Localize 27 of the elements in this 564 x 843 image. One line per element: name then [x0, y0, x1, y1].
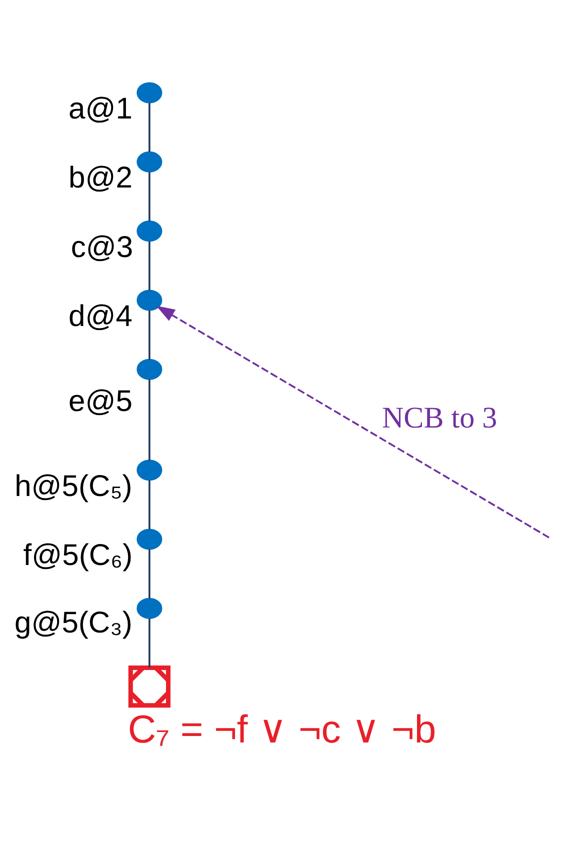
edge-label: c@3 — [70, 230, 134, 264]
connector — [148, 240, 150, 290]
node-circle — [136, 82, 162, 103]
connector — [148, 172, 150, 221]
connector — [148, 618, 150, 667]
node-circle — [136, 459, 162, 480]
node-circle — [136, 220, 162, 242]
edge-label: d@4 — [68, 299, 132, 332]
edge-label: h@5(C₅) — [14, 469, 132, 502]
connector — [148, 310, 150, 359]
edge-label: NCB to 3 — [382, 400, 498, 434]
edge-label: b@2 — [68, 161, 132, 194]
node-circle — [136, 358, 162, 380]
edge-label: e@5 — [68, 384, 132, 418]
node-circle — [136, 150, 162, 172]
edge-label: g@5(C₃) — [14, 606, 132, 640]
connector — [148, 480, 150, 529]
arrow — [156, 305, 550, 538]
node-circle — [136, 289, 162, 310]
connector — [148, 102, 150, 152]
edge-label: f@5(C₆) — [23, 538, 133, 572]
edge-label: a@1 — [68, 92, 132, 125]
node-circle — [136, 597, 162, 618]
connector — [148, 548, 150, 598]
caption: C₇ = ¬f ∨ ¬c ∨ ¬b — [128, 708, 436, 752]
connector — [148, 378, 150, 460]
node-circle — [136, 528, 162, 550]
